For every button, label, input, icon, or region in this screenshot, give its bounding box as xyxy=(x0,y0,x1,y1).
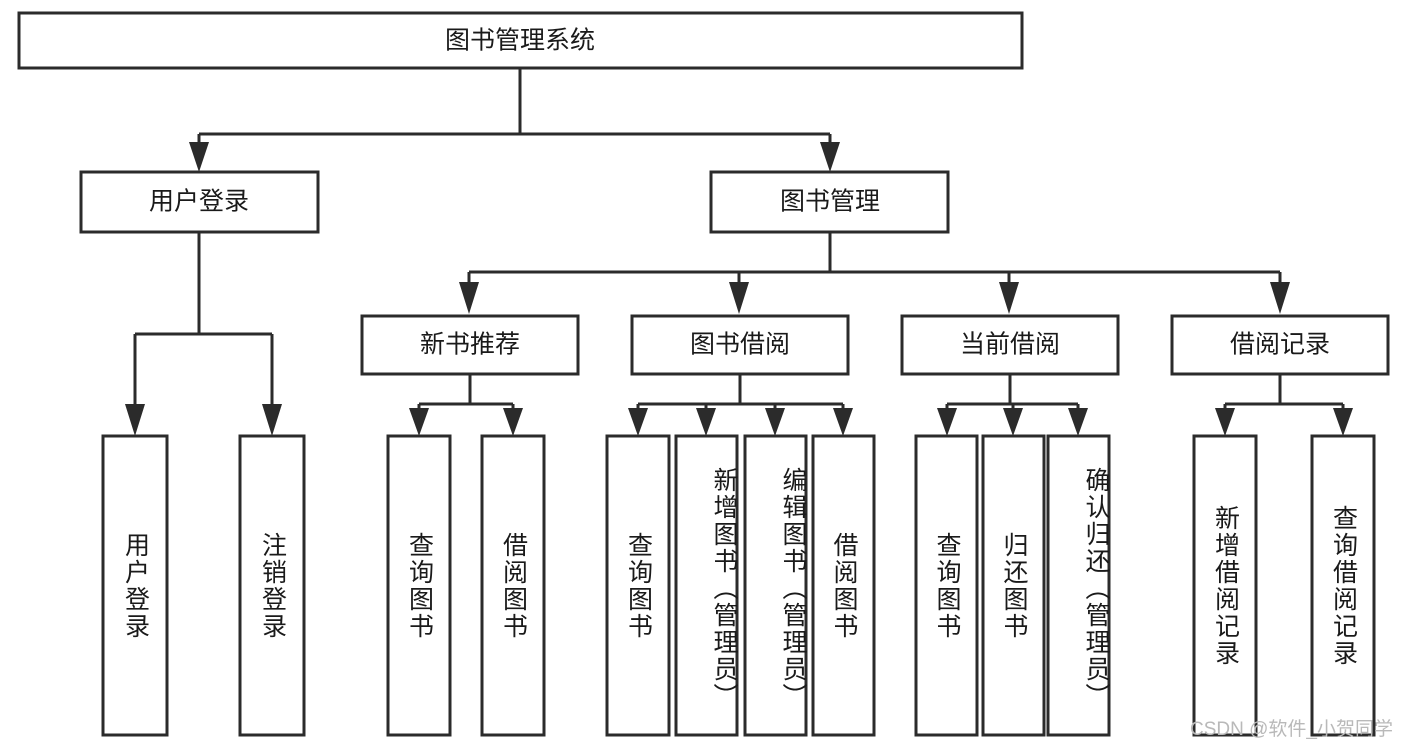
node-book-management-label: 图书管理 xyxy=(780,188,880,216)
node-current-borrow-label: 当前借阅 xyxy=(960,331,1060,359)
node-new-book-recommend-label: 新书推荐 xyxy=(420,331,520,359)
node-user-login-label: 用户登录 xyxy=(149,188,249,216)
leaf-nbr-query-book-rect[interactable] xyxy=(386,434,452,737)
leaf-bb-edit-book-rect[interactable] xyxy=(743,434,808,737)
arrow-head-bm-3 xyxy=(999,282,1019,314)
node-book-management-rect xyxy=(709,170,950,234)
arrow-head-level2-1 xyxy=(189,142,209,172)
arrow-head-nbr-1 xyxy=(409,408,429,436)
arrow-head-bb-2 xyxy=(696,408,716,436)
node-user-login[interactable]: 用户登录 xyxy=(79,170,320,234)
leaf-br-add-record-rect[interactable] xyxy=(1192,434,1258,737)
leaf-cb-return-book-rect[interactable] xyxy=(981,434,1046,737)
leaf-br-query-record-rect[interactable] xyxy=(1310,434,1376,737)
arrow-head-bb-1 xyxy=(628,408,648,436)
arrow-head-level2-2 xyxy=(820,142,840,172)
arrow-head-bm-1 xyxy=(459,282,479,314)
node-root[interactable]: 图书管理系统 xyxy=(17,11,1024,70)
node-book-management[interactable]: 图书管理 xyxy=(709,170,950,234)
node-borrow-record[interactable]: 借阅记录 xyxy=(1170,314,1390,376)
leaf-bb-query-book-rect[interactable] xyxy=(605,434,671,737)
leaf-cb-query-book-rect[interactable] xyxy=(914,434,979,737)
node-book-borrow-rect xyxy=(630,314,850,376)
node-new-book-recommend-rect xyxy=(360,314,580,376)
leaf-nbr-borrow-book-rect[interactable] xyxy=(480,434,546,737)
arrow-head-br-2 xyxy=(1333,408,1353,436)
node-borrow-record-label: 借阅记录 xyxy=(1230,331,1330,359)
arrow-head-user-login-1 xyxy=(125,404,145,436)
arrow-head-cb-2 xyxy=(1003,408,1023,436)
leaf-bb-add-book-rect[interactable] xyxy=(674,434,739,737)
node-current-borrow[interactable]: 当前借阅 xyxy=(900,314,1120,376)
leaf-user-login-rect[interactable] xyxy=(101,434,169,737)
arrow-head-bm-4 xyxy=(1270,282,1290,314)
arrow-head-br-1 xyxy=(1215,408,1235,436)
node-root-rect xyxy=(17,11,1024,70)
arrow-head-bb-4 xyxy=(833,408,853,436)
node-book-borrow-label: 图书借阅 xyxy=(690,331,790,359)
node-new-book-recommend[interactable]: 新书推荐 xyxy=(360,314,580,376)
node-borrow-record-rect xyxy=(1170,314,1390,376)
node-book-borrow[interactable]: 图书借阅 xyxy=(630,314,850,376)
arrow-head-cb-1 xyxy=(937,408,957,436)
leaf-logout-rect[interactable] xyxy=(238,434,306,737)
arrow-head-cb-3 xyxy=(1068,408,1088,436)
leaf-bb-borrow-book-rect[interactable] xyxy=(811,434,876,737)
leaf-cb-confirm-return-rect[interactable] xyxy=(1046,434,1111,737)
watermark-text: CSDN @软件_小贺同学 xyxy=(1190,719,1393,740)
node-root-label: 图书管理系统 xyxy=(445,27,595,55)
arrow-head-nbr-2 xyxy=(503,408,523,436)
arrow-head-user-login-2 xyxy=(262,404,282,436)
arrow-head-bm-2 xyxy=(729,282,749,314)
arrow-head-bb-3 xyxy=(765,408,785,436)
node-current-borrow-rect xyxy=(900,314,1120,376)
